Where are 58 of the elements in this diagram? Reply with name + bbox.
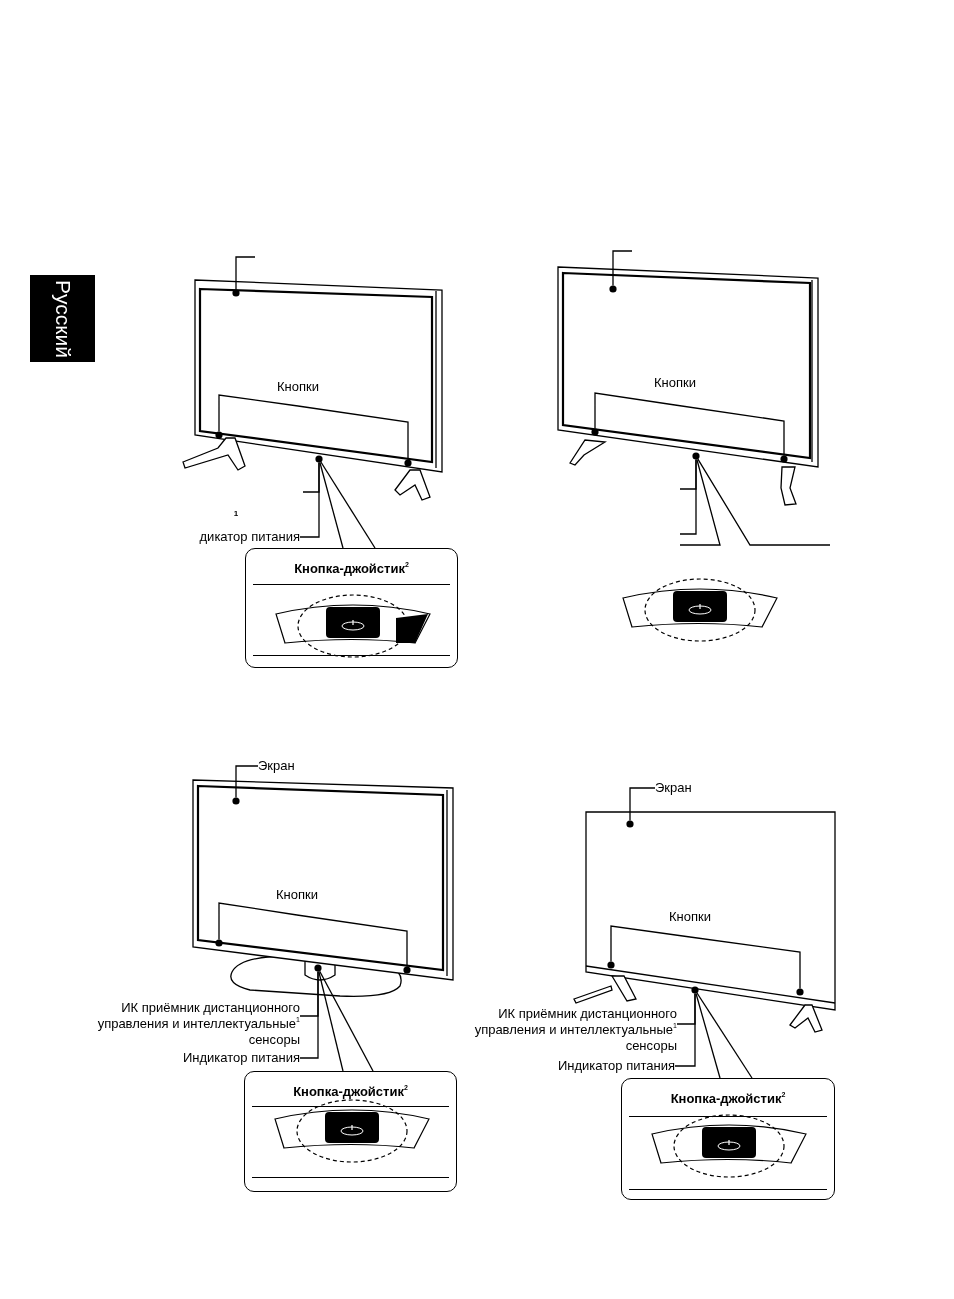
pointer-dot xyxy=(796,988,804,996)
leader-line xyxy=(679,458,721,546)
callout-line xyxy=(319,970,374,1072)
pointer-dot xyxy=(780,455,788,463)
pointer-dot xyxy=(626,820,634,828)
part-label: ИК приёмник дистанционного управления и интеллектуальные$^{1}$ сенсоры xyxy=(78,1000,300,1048)
leader-line xyxy=(299,970,319,1059)
part-label: Кнопки xyxy=(270,379,326,406)
leader-line xyxy=(302,461,320,493)
pointer-dot xyxy=(314,964,322,972)
part-label: Экран xyxy=(655,780,705,796)
pointer-dot xyxy=(609,285,617,293)
part-label: Индикатор питания xyxy=(535,1058,675,1074)
callout-box xyxy=(244,1071,457,1192)
section-tab: Русский xyxy=(30,275,95,362)
part-label: ИК приёмник дистанционного управления и интеллектуальные$^{1}$ сенсоры xyxy=(455,1006,677,1056)
pointer-dot xyxy=(591,428,599,436)
pointer-dot xyxy=(232,797,240,805)
footnote-mark: 1 xyxy=(232,509,240,519)
leader-line xyxy=(697,458,831,546)
pointer-dot xyxy=(691,986,699,994)
leader-line xyxy=(612,250,633,287)
callout-title: Кнопка-джойстик$^{2}$ xyxy=(669,1091,787,1107)
callout-line xyxy=(695,992,721,1079)
callout-line xyxy=(319,461,344,549)
pointer-dot xyxy=(607,961,615,969)
leader-line xyxy=(296,914,408,968)
callout-title: Кнопка-джойстик$^{2}$ xyxy=(293,561,410,577)
part-label: дикатор питания xyxy=(190,529,300,545)
callout-line xyxy=(320,461,376,549)
callout-box xyxy=(245,548,458,668)
part-label: Кнопки xyxy=(647,375,703,405)
pointer-dot xyxy=(215,431,223,439)
leader-line xyxy=(629,787,656,822)
callout-box xyxy=(621,1078,835,1200)
part-label: Индикатор питания xyxy=(160,1050,300,1066)
leader-line xyxy=(297,405,409,461)
callout-line xyxy=(318,970,344,1072)
leader-line xyxy=(674,404,785,457)
leader-line xyxy=(610,925,691,963)
pointer-dot xyxy=(403,966,411,974)
pointer-dot xyxy=(215,939,223,947)
part-label: Экран xyxy=(258,758,308,774)
part-label: Кнопки xyxy=(269,887,325,915)
callout-title: Кнопка-джойстик$^{2}$ xyxy=(292,1084,409,1100)
leader-line xyxy=(235,765,259,799)
part-label: Кнопки xyxy=(662,909,718,937)
pointer-dot xyxy=(404,459,412,467)
leader-line xyxy=(689,936,801,990)
leader-line xyxy=(674,992,696,1067)
pointer-dot xyxy=(692,452,700,460)
leader-line xyxy=(218,394,299,433)
pointer-dot xyxy=(232,289,240,297)
callout-line xyxy=(696,992,753,1079)
pointer-dot xyxy=(315,455,323,463)
leader-line xyxy=(235,256,256,291)
leader-line xyxy=(218,902,298,941)
leader-line xyxy=(679,458,697,535)
